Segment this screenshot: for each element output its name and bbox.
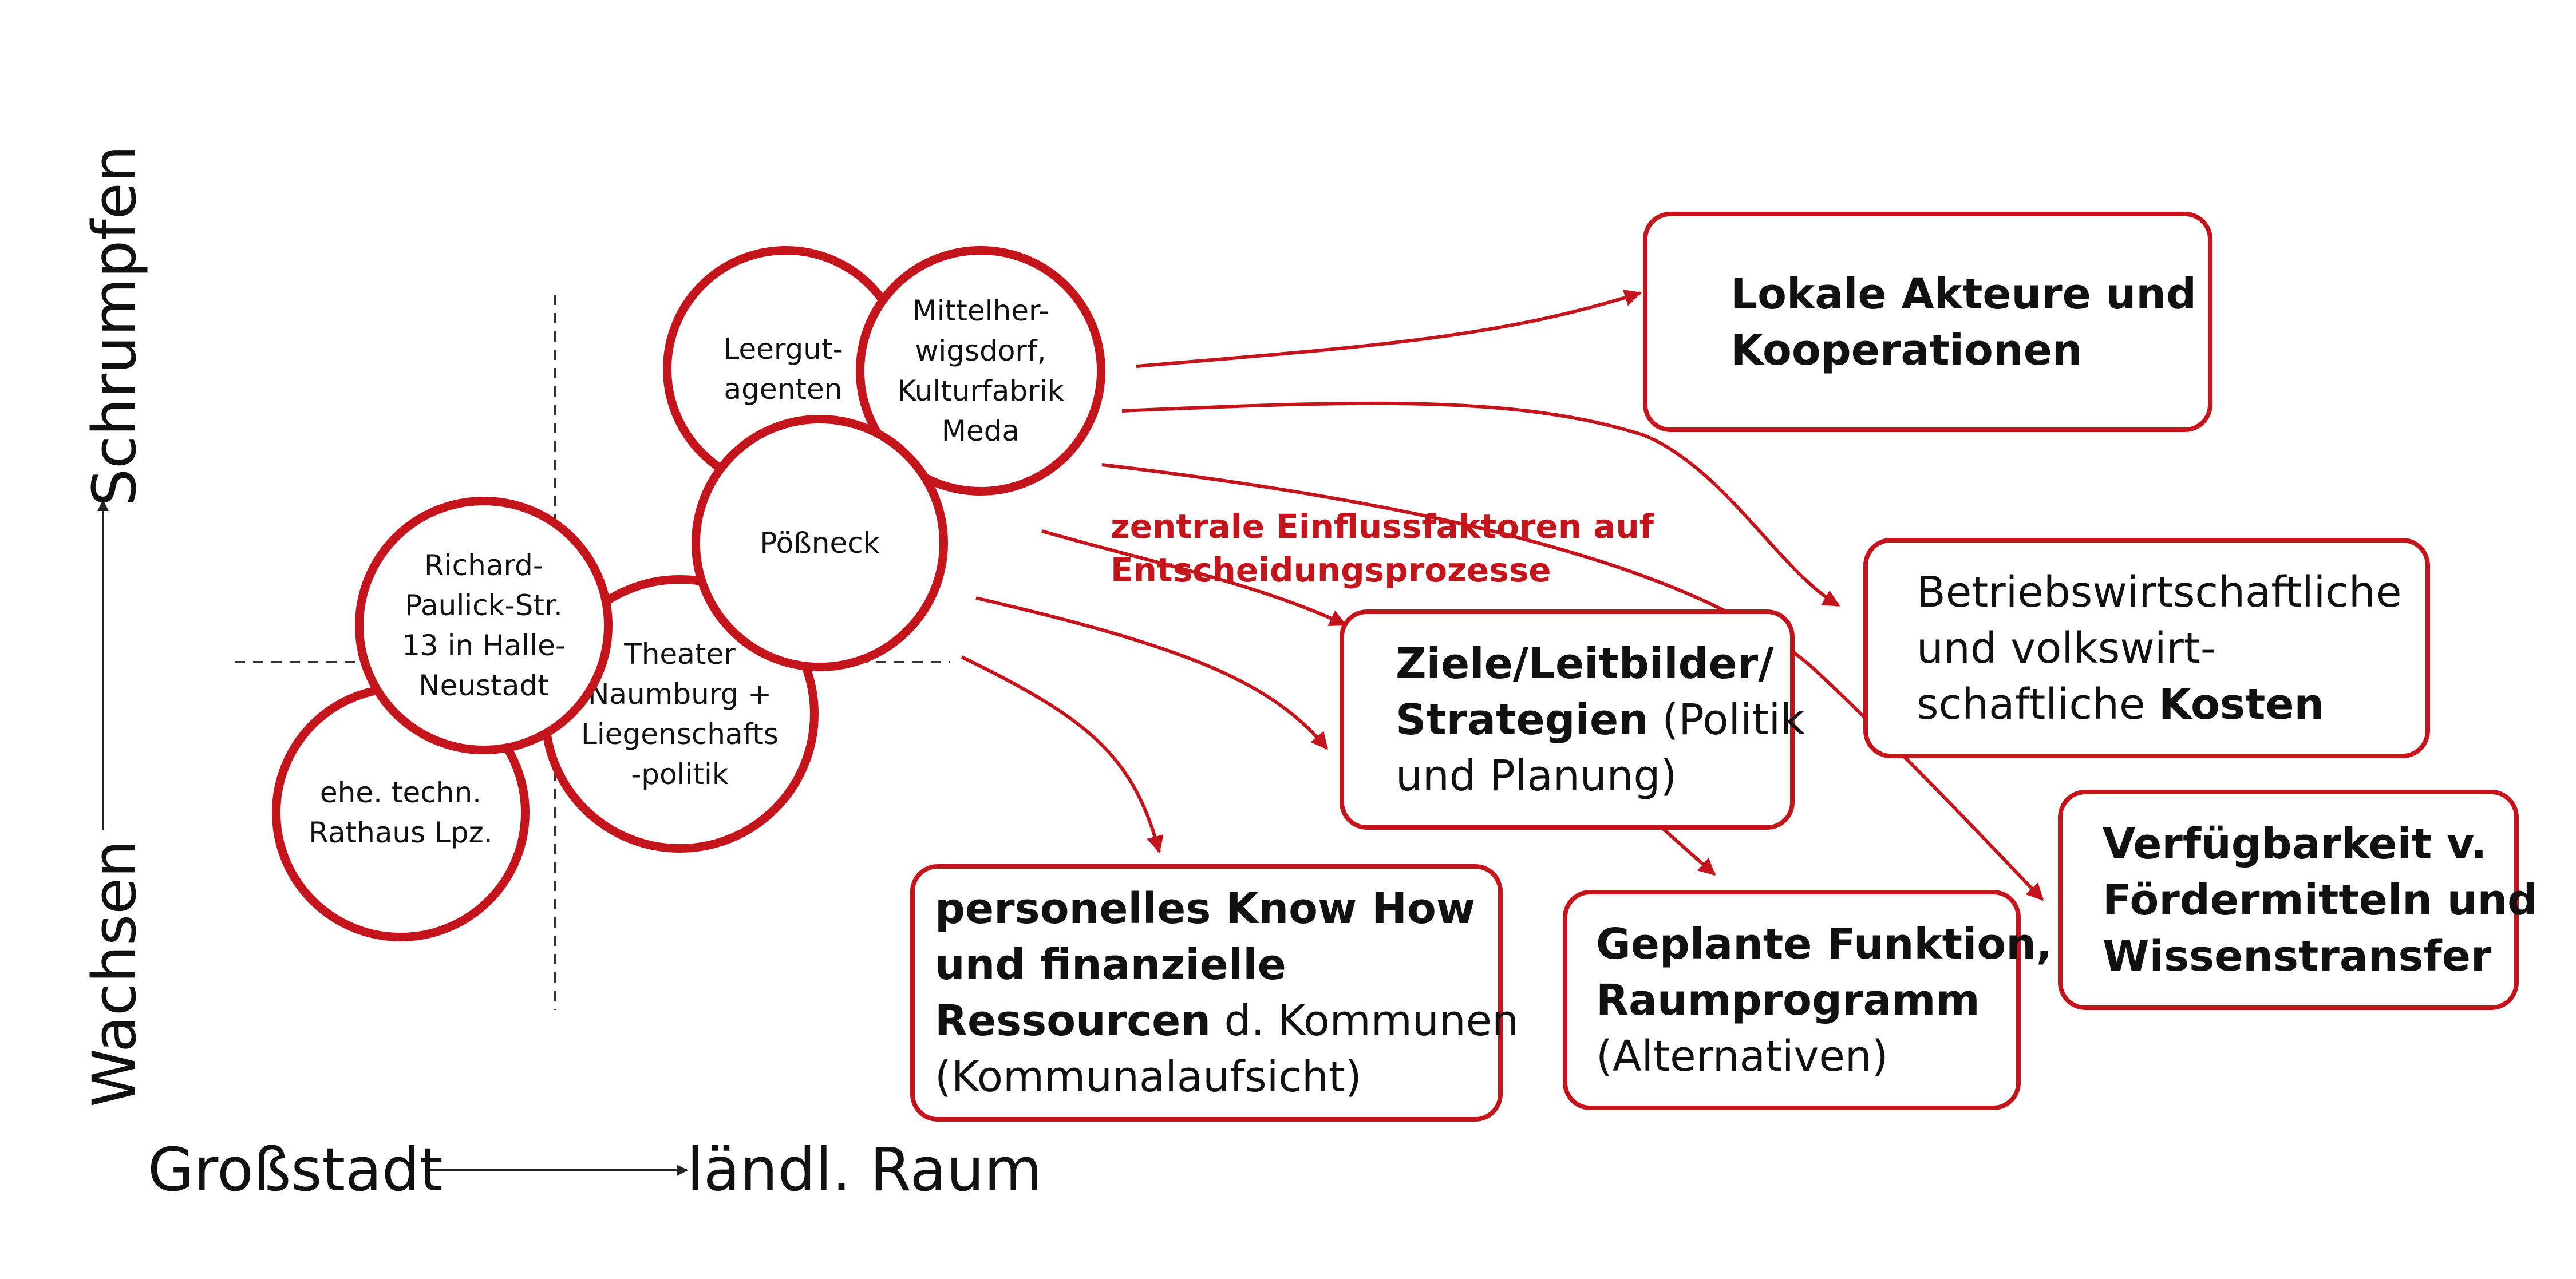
box-betrieb-line3-normal: schaftliche xyxy=(1917,679,2159,729)
box-geplante-funktion: Geplante Funktion, Raumprogramm (Alterna… xyxy=(1563,890,2053,1110)
y-axis-label-top: Schrumpfen xyxy=(80,145,149,506)
x-axis-label-left: Großstadt xyxy=(148,1135,443,1205)
box-geplant-line3: (Alternativen) xyxy=(1596,1031,1888,1081)
box-personell-line3: Ressourcen d. Kommunen xyxy=(935,993,1519,1049)
influence-note-line2: Entscheidungsprozesse xyxy=(1111,551,1551,589)
box-verfuegbarkeit: Verfügbarkeit v. Fördermitteln und Wisse… xyxy=(2058,790,2538,1010)
box-verfueg-line3: Wissenstransfer xyxy=(2103,931,2492,981)
circle-poessneck-label: Pößneck xyxy=(760,526,880,560)
circle-mittel-label: Mittelher- wigsdorf, Kulturfabrik Meda xyxy=(897,294,1064,448)
arrow-to-ziele-upper xyxy=(1041,529,1347,627)
arrow-to-personell xyxy=(961,655,1164,853)
box-verfueg-line1: Verfügbarkeit v. xyxy=(2103,819,2487,869)
box-personell-line3-bold: Ressourcen xyxy=(935,996,1211,1046)
box-personell-line4: (Kommunalaufsicht) xyxy=(935,1052,1362,1102)
circle-rathaus-label: ehe. techn. Rathaus Lpz. xyxy=(309,776,493,849)
box-personell-line2: und finanzielle xyxy=(935,940,1286,989)
box-betrieb-line2: und volkswirt- xyxy=(1917,623,2216,673)
box-geplant-line1: Geplante Funktion, xyxy=(1596,919,2053,969)
arrow-to-lokale xyxy=(1136,289,1642,368)
box-lokale-line1: Lokale Akteure und xyxy=(1730,269,2196,319)
circle-poessneck: Pößneck xyxy=(692,415,948,671)
box-lokale-line2: Kooperationen xyxy=(1730,325,2083,375)
box-geplant-line2: Raumprogramm xyxy=(1596,975,1980,1025)
box-betrieb-line1: Betriebswirtschaftliche xyxy=(1917,567,2402,617)
box-ziele-leitbilder: Ziele/Leitbilder/ Strategien (Politik un… xyxy=(1340,609,1805,830)
box-personell-line1: personelles Know How xyxy=(935,884,1476,933)
arrow-to-betrieb xyxy=(1121,401,1840,607)
box-ziele-line3: und Planung) xyxy=(1396,751,1677,801)
box-lokale-akteure: Lokale Akteure und Kooperationen xyxy=(1643,212,2212,432)
box-ziele-line1: Ziele/Leitbilder/ xyxy=(1396,639,1774,688)
arrow-to-geplant xyxy=(1662,827,1716,876)
box-personelles-know-how: personelles Know How und finanzielle Res… xyxy=(910,864,1519,1122)
circle-leergut-label: Leergut- agenten xyxy=(723,332,843,406)
influence-factors-note: zentrale Einflussfaktoren auf Entscheidu… xyxy=(1111,505,1654,592)
box-betrieb-line3: schaftliche Kosten xyxy=(1917,676,2403,732)
box-ziele-line2-normal: (Politik xyxy=(1648,695,1805,745)
box-personell-line3-normal: d. Kommunen xyxy=(1211,996,1519,1046)
box-ziele-line2-bold: Strategien xyxy=(1396,695,1649,745)
box-ziele-line2: Strategien (Politik xyxy=(1396,692,1805,748)
influence-note-line1: zentrale Einflussfaktoren auf xyxy=(1111,507,1654,546)
x-axis-label-right: ländl. Raum xyxy=(687,1135,1042,1205)
circle-theater-label: Theater Naumburg + Liegenschafts -politi… xyxy=(581,637,779,791)
circle-richard: Richard- Paulick-Str. 13 in Halle- Neust… xyxy=(355,497,613,754)
circle-richard-label: Richard- Paulick-Str. 13 in Halle- Neust… xyxy=(402,549,566,702)
y-axis-label-bottom: Wachsen xyxy=(80,840,149,1107)
box-betrieb-line3-bold: Kosten xyxy=(2159,679,2325,729)
box-betriebswirtschaft: Betriebswirtschaftliche und volkswirt- s… xyxy=(1863,538,2430,758)
box-verfueg-line2: Fördermitteln und xyxy=(2103,875,2538,925)
arrow-to-ziele xyxy=(975,596,1329,750)
